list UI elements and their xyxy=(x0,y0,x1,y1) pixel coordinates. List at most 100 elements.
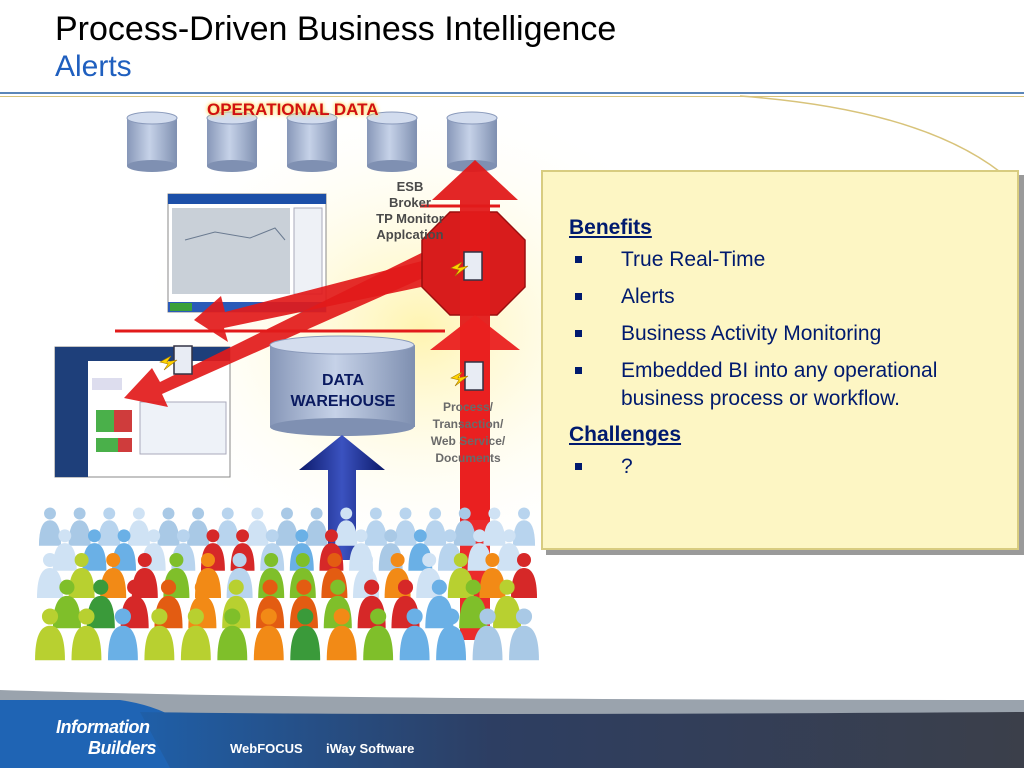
esb-label-line: Applcation xyxy=(376,227,444,242)
person-icon xyxy=(453,507,476,546)
esb-label-line: Broker xyxy=(389,195,431,210)
person-icon xyxy=(144,608,175,661)
person-icon xyxy=(82,529,107,571)
bullet-icon xyxy=(575,330,582,337)
person-icon xyxy=(35,608,65,661)
operational-data-label: OPERATIONAL DATA xyxy=(207,100,379,119)
bullet-icon xyxy=(575,367,582,374)
challenges-heading: Challenges xyxy=(569,423,682,446)
esb-label-line: TP Monitor xyxy=(376,211,444,226)
person-icon xyxy=(399,608,430,661)
person-icon xyxy=(98,507,121,546)
person-icon xyxy=(71,608,102,661)
person-icon xyxy=(305,507,328,546)
person-icon xyxy=(86,579,115,629)
person-icon xyxy=(483,507,506,546)
title-divider xyxy=(0,92,1024,94)
alert-document-icon xyxy=(159,345,193,375)
decorative-swoosh xyxy=(739,95,1011,181)
process-label-line: Web Service/ xyxy=(430,434,506,448)
red-arrow-up-process xyxy=(430,315,520,640)
footer-band xyxy=(0,690,1024,768)
person-icon xyxy=(127,507,150,546)
person-icon xyxy=(290,608,321,661)
alert-document-icon xyxy=(450,251,483,281)
company-logo-line1: Information xyxy=(56,717,150,737)
person-icon xyxy=(479,553,506,598)
data-warehouse-label-line: DATA xyxy=(321,372,365,389)
database-icon xyxy=(286,111,338,172)
database-icon xyxy=(446,111,498,172)
person-icon xyxy=(335,507,358,546)
person-icon xyxy=(424,507,447,546)
benefits-heading: Benefits xyxy=(569,216,652,239)
list-item: True Real-Time xyxy=(569,246,999,274)
person-icon xyxy=(216,507,239,546)
person-icon xyxy=(52,529,77,571)
process-label-line: Documents xyxy=(435,451,501,465)
people-crowd xyxy=(35,507,539,661)
footer-product-webfocus: WebFOCUS xyxy=(230,741,303,756)
person-icon xyxy=(275,507,299,546)
process-label-line: Transaction/ xyxy=(432,417,504,431)
person-icon xyxy=(68,553,95,598)
list-item: Embedded BI into any operational busines… xyxy=(569,357,999,413)
benefits-panel: Benefits True Real-Time Alerts Business … xyxy=(541,170,1019,550)
process-label: Process/ Transaction/ Web Service/ Docum… xyxy=(418,399,518,467)
person-icon xyxy=(472,608,503,661)
list-item: Business Activity Monitoring xyxy=(569,320,999,348)
list-item: ? xyxy=(569,453,999,481)
slide-subtitle: Alerts xyxy=(55,50,132,83)
process-label-line: Process/ xyxy=(442,400,494,414)
list-item-text: Alerts xyxy=(621,285,675,308)
person-icon xyxy=(37,553,63,598)
person-icon xyxy=(52,579,81,629)
benefits-panel-body: Benefits True Real-Time Alerts Business … xyxy=(569,216,999,491)
person-icon xyxy=(363,608,394,661)
person-icon xyxy=(217,608,248,661)
operational-data-stores xyxy=(126,111,498,172)
person-icon xyxy=(246,507,269,546)
person-icon xyxy=(467,529,492,571)
list-item-text: ? xyxy=(621,455,633,478)
person-icon xyxy=(68,507,91,546)
person-icon xyxy=(364,507,387,546)
person-icon xyxy=(180,608,211,661)
red-arrow-to-dashboard xyxy=(124,230,468,407)
challenges-list: ? xyxy=(569,453,999,481)
person-icon xyxy=(187,507,210,546)
person-icon xyxy=(326,608,357,661)
person-icon xyxy=(157,507,180,546)
company-logo-line2: Builders xyxy=(88,738,157,758)
workflow-screenshot xyxy=(167,193,327,313)
person-icon xyxy=(253,608,284,661)
list-item-text: Business Activity Monitoring xyxy=(621,322,882,345)
person-icon xyxy=(436,608,467,661)
bullet-icon xyxy=(575,293,582,300)
person-icon xyxy=(509,608,539,661)
person-icon xyxy=(493,579,522,629)
blue-arrow-up-warehouse xyxy=(299,435,385,560)
bullet-icon xyxy=(575,256,582,263)
person-icon xyxy=(38,507,62,546)
title-divider-accent xyxy=(0,96,1024,97)
esb-label: ESB Broker TP Monitor Applcation xyxy=(362,179,458,243)
person-icon xyxy=(459,579,488,629)
database-icon xyxy=(366,111,418,172)
bullet-icon xyxy=(575,463,582,470)
alert-document-icon xyxy=(450,361,484,391)
person-icon xyxy=(394,507,417,546)
person-icon xyxy=(512,507,536,546)
slide-title: Process-Driven Business Intelligence xyxy=(55,10,617,48)
benefits-list: True Real-Time Alerts Business Activity … xyxy=(569,246,999,413)
person-icon xyxy=(107,608,138,661)
person-icon xyxy=(511,553,537,598)
data-warehouse-label: DATA WAREHOUSE xyxy=(270,370,416,412)
database-icon xyxy=(126,111,178,172)
database-icon xyxy=(206,111,258,172)
data-warehouse-icon xyxy=(269,335,415,436)
data-warehouse-label-line: WAREHOUSE xyxy=(290,393,396,410)
esb-label-line: ESB xyxy=(396,179,424,194)
list-item-text: Embedded BI into any operational busines… xyxy=(621,359,938,410)
list-item: Alerts xyxy=(569,283,999,311)
